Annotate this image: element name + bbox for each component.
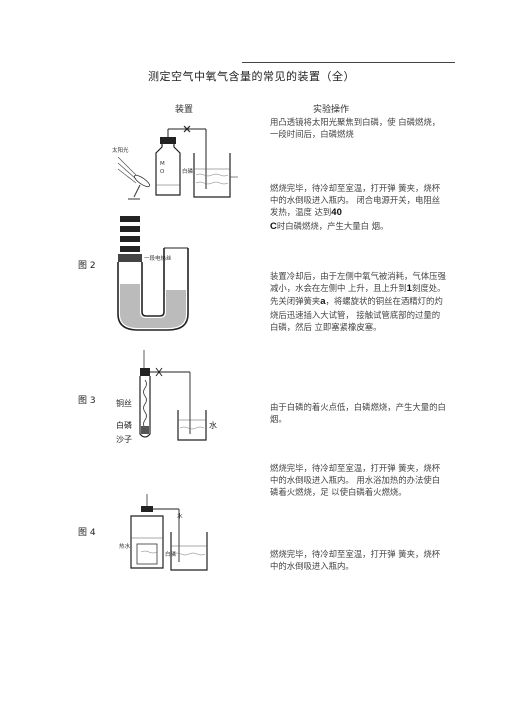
fig3-label-phosphorus: 白磷	[116, 420, 132, 430]
figure-2-label: 图 2	[78, 261, 96, 271]
step-text-2-temperature: 40	[331, 207, 342, 219]
fig2-label-side: 一段电热丝	[144, 254, 172, 262]
step-text-4: 由于白磷的着火点低，白磷燃烧，产生大量的白烟。	[270, 402, 446, 425]
fig3-label-copper: 铜丝	[116, 398, 132, 408]
svg-text:M: M	[160, 161, 165, 167]
column-header-device: 装置	[175, 105, 194, 115]
step-text-3-clamp: a	[320, 296, 326, 308]
step-text-2: 燃烧完毕，待冷却至室温，打开弹 簧夹，烧杯中的水倒吸进入瓶内。 闭合电源开关，电…	[270, 183, 441, 232]
figure-4-label: 图 4	[78, 528, 96, 538]
column-header-operation: 实验操作	[313, 105, 350, 115]
figure-4-apparatus: 热水 白磷 水	[117, 492, 217, 574]
figure-2-apparatus: 一段电热丝	[108, 214, 198, 334]
fig3-label-sand: 沙子	[116, 435, 132, 444]
figure-1-apparatus: 太阳光 M O 白磷	[110, 123, 242, 203]
fig1-label-sunlight: 太阳光	[112, 146, 129, 154]
step-text-2-unit: C	[270, 220, 277, 232]
header-rule	[242, 62, 455, 63]
step-text-3-number: 1	[406, 283, 412, 295]
fig1-label-phosphorus: 白磷	[182, 167, 194, 175]
svg-text:O: O	[160, 169, 165, 175]
figure-3-label: 图 3	[78, 396, 96, 406]
step-text-3: 装置冷却后，由于左侧中氧气被消耗，气体压强减小，水会在左侧中 上升，且上升到1刻…	[270, 271, 446, 332]
step-text-6: 燃烧完毕，待冷却至室温，打开弹 簧夹，烧杯中的水倒吸进入瓶内。	[270, 549, 441, 572]
figure-3-apparatus: 铜丝 白磷 沙子 水	[112, 348, 222, 444]
fig4-label-water: 水	[177, 512, 183, 520]
step-text-1: 用凸透镜将太阳光聚焦到白磷，使 白磷燃烧，一段时间后，白磷燃烧	[270, 117, 441, 140]
fig3-label-water: 水	[209, 420, 217, 430]
page-title: 测定空气中氧气含量的常见的装置（全）	[148, 70, 355, 83]
fig4-label-hotwater: 热水	[119, 542, 131, 550]
step-text-5: 燃烧完毕，待冷却至室温，打开弹 簧夹，烧杯中的水倒吸进入瓶内。 用水浴加热的办法…	[270, 463, 441, 498]
